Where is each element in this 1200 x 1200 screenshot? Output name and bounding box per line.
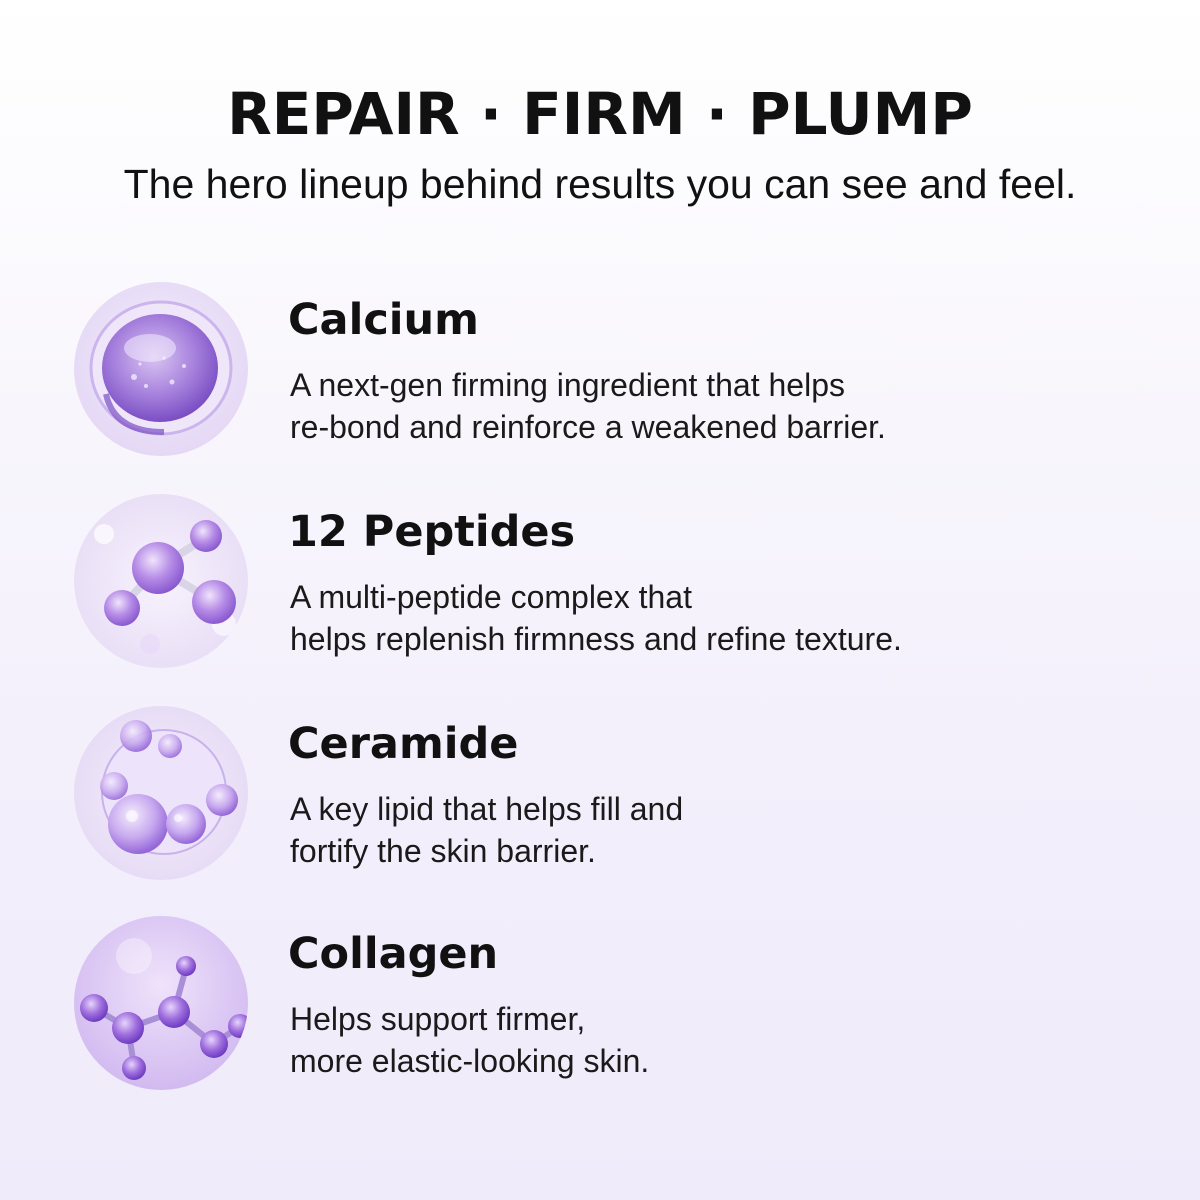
ingredient-description: A key lipid that helps fill and fortify …	[290, 788, 683, 872]
ingredient-description-line: helps replenish firmness and refine text…	[290, 621, 902, 657]
ingredient-description-line: re-bond and reinforce a weakened barrier…	[290, 409, 886, 445]
ingredient-description: Helps support firmer, more elastic-looki…	[290, 998, 649, 1082]
ingredient-description-line: A key lipid that helps fill and	[290, 791, 684, 827]
ingredient-description: A next-gen firming ingredient that helps…	[290, 364, 886, 448]
ingredient-item-collagen: Collagen Helps support firmer, more elas…	[74, 916, 1134, 1092]
ingredient-description: A multi-peptide complex that helps reple…	[290, 576, 902, 660]
page-headline: REPAIR · FIRM · PLUMP	[227, 80, 973, 148]
ingredient-item-ceramide: Ceramide A key lipid that helps fill and…	[74, 706, 1134, 882]
calcium-droplet-image	[74, 282, 248, 456]
ingredient-title: Calcium	[288, 295, 479, 345]
ingredient-item-peptides: 12 Peptides A multi-peptide complex that…	[74, 494, 1134, 670]
ingredient-description-line: A multi-peptide complex that	[290, 579, 692, 615]
ingredient-description-line: A next-gen firming ingredient that helps	[290, 367, 845, 403]
collagen-molecule-image	[74, 916, 248, 1090]
ingredient-description-line: fortify the skin barrier.	[290, 833, 596, 869]
ingredient-description-line: Helps support firmer,	[290, 1001, 586, 1037]
ingredient-title: 12 Peptides	[288, 507, 576, 557]
ingredient-title: Collagen	[288, 929, 499, 979]
ceramide-bubbles-image	[74, 706, 248, 880]
page-subheadline: The hero lineup behind results you can s…	[123, 161, 1077, 207]
ingredient-item-calcium: Calcium A next-gen firming ingredient th…	[74, 282, 1134, 458]
peptide-molecule-image	[74, 494, 248, 668]
ingredient-title: Ceramide	[288, 719, 519, 769]
ingredient-description-line: more elastic-looking skin.	[290, 1043, 650, 1079]
